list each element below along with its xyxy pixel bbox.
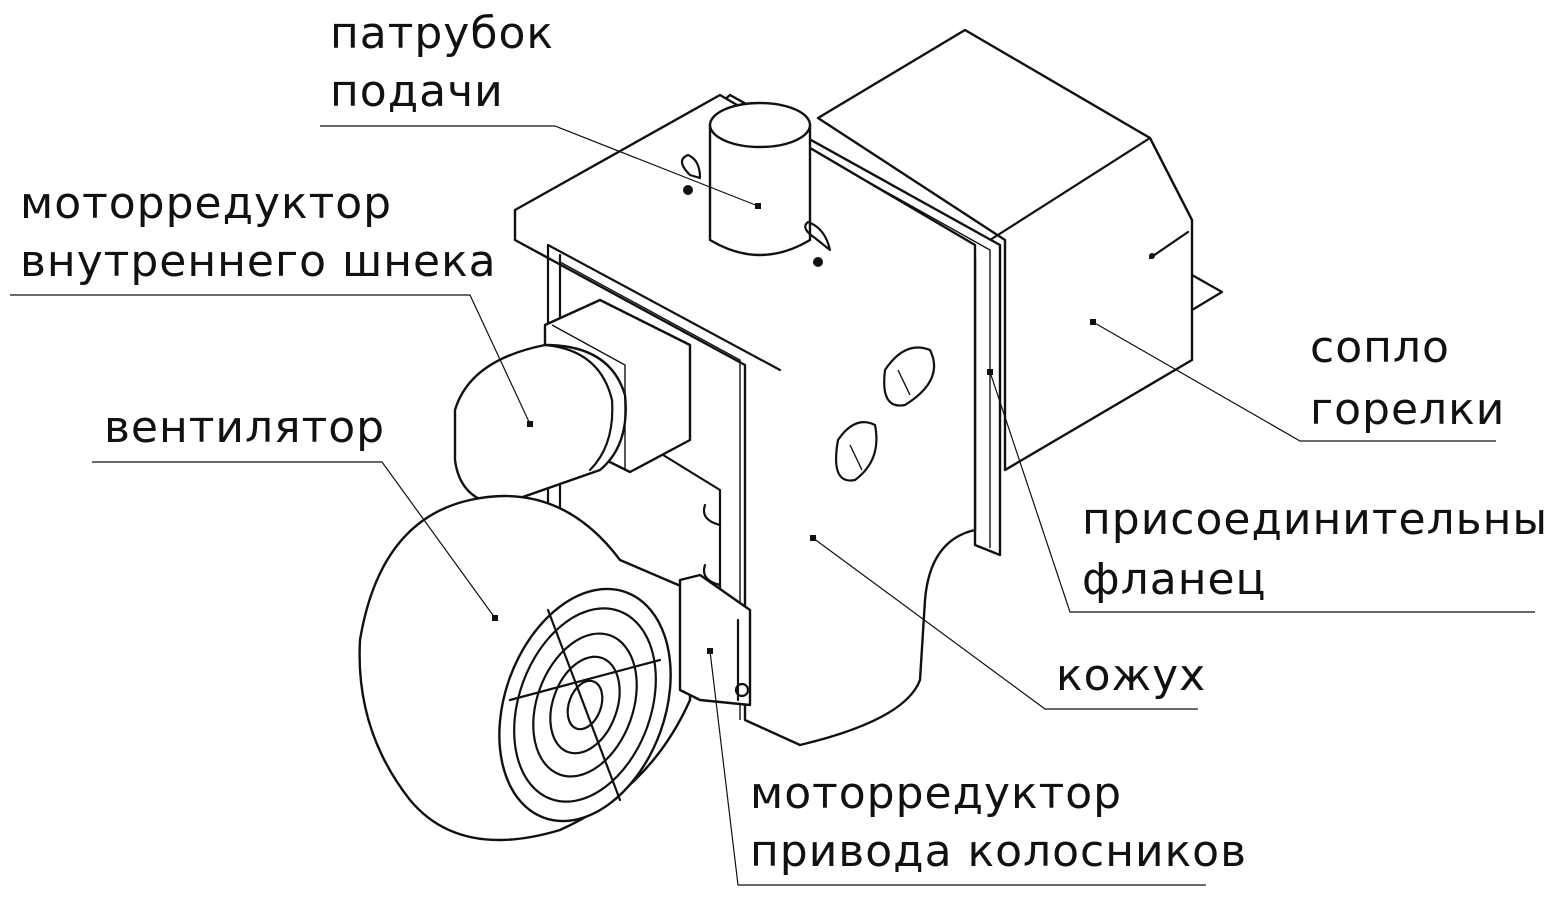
anchor-burner-nozzle — [1090, 319, 1096, 325]
label-inner-auger-gearmotor-line1: моторредуктор — [20, 178, 392, 229]
leader-casing — [812, 537, 1198, 710]
anchor-inner-auger-gearmotor — [527, 421, 533, 427]
label-grate-drive-gearmotor-line2: привода колосников — [750, 826, 1247, 877]
inlet-pipe-part — [680, 101, 832, 267]
leader-inner-auger-gearmotor — [10, 294, 531, 425]
labels: патрубок подачи моторредуктор внутреннег… — [20, 8, 1545, 877]
leader-fan — [92, 461, 496, 619]
grate-drive-gearmotor-part — [678, 573, 752, 707]
label-grate-drive-gearmotor-line1: моторредуктор — [750, 768, 1122, 819]
casing-part — [513, 93, 977, 747]
label-inner-auger-gearmotor-line2: внутреннего шнека — [20, 236, 497, 287]
anchor-inlet-pipe — [755, 203, 761, 209]
anchor-fan — [492, 615, 498, 621]
label-casing: кожух — [1056, 650, 1206, 701]
label-connecting-flange-line2: фланец — [1082, 554, 1267, 605]
anchor-connecting-flange — [987, 369, 993, 375]
label-fan: вентилятор — [104, 402, 385, 453]
label-burner-nozzle-line2: горелки — [1310, 384, 1505, 435]
leader-grate-drive-gearmotor — [709, 650, 1206, 886]
label-burner-nozzle-line1: сопло — [1310, 322, 1450, 373]
label-inlet-pipe-line1: патрубок — [330, 8, 554, 59]
label-connecting-flange-line1: присоединительный — [1082, 494, 1545, 545]
fan-part — [358, 494, 692, 842]
anchor-grate-drive-gearmotor — [707, 648, 713, 654]
anchor-casing — [810, 535, 816, 541]
burner-nozzle-part — [816, 28, 1224, 472]
label-inlet-pipe-line2: подачи — [330, 66, 504, 117]
leader-lines — [10, 125, 1535, 886]
leader-inlet-pipe — [320, 125, 759, 207]
leader-burner-nozzle — [1092, 321, 1496, 442]
inner-auger-gearmotor-part — [453, 298, 692, 507]
leader-connecting-flange — [989, 371, 1535, 613]
